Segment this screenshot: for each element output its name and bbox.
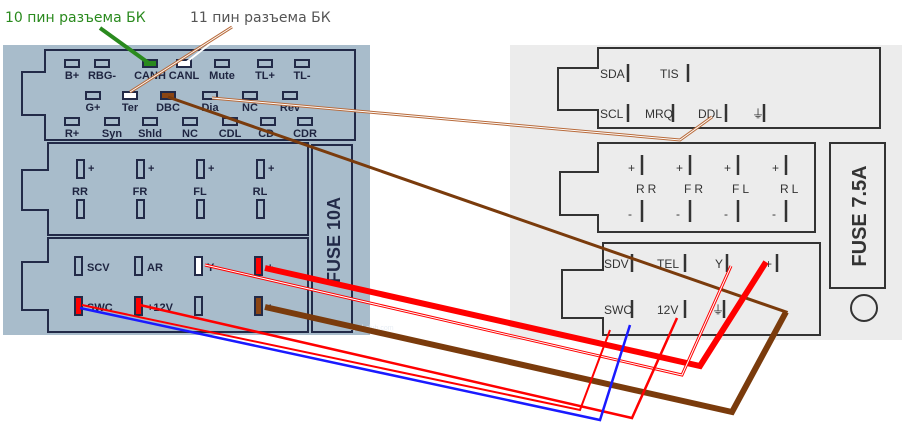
wire-swc	[79, 306, 632, 422]
pin	[182, 117, 198, 126]
pin-label: MRQ	[645, 107, 673, 121]
pin	[76, 159, 85, 179]
speaker-label: FL	[193, 186, 207, 198]
pin-label: Shld	[138, 128, 162, 140]
pin-label: 12V	[657, 303, 678, 317]
pin-label: SWC	[604, 303, 632, 317]
pin-label: G+	[86, 102, 101, 114]
pin	[214, 59, 230, 68]
plus-sign: +	[772, 161, 779, 175]
pin-label: RBG-	[88, 70, 116, 82]
speaker-label: RL	[780, 182, 801, 196]
pin11-annotation: 11 пин разъема БК	[190, 10, 331, 26]
pin	[142, 117, 158, 126]
pin-label: CANL	[169, 70, 200, 82]
pin	[256, 199, 265, 219]
pin-label: NC	[182, 128, 198, 140]
pin	[257, 59, 273, 68]
pin-label: ⏚	[752, 107, 764, 121]
pin-label: AR	[147, 262, 163, 274]
pin	[242, 91, 258, 100]
pin	[64, 117, 80, 126]
pin-label: DBC	[156, 102, 180, 114]
pin-label: ⏚	[712, 303, 724, 317]
pin10-annotation: 10 пин разъема БК	[5, 10, 146, 26]
plus-sign: +	[88, 163, 94, 175]
minus-sign: -	[628, 207, 632, 221]
pin-label: Y	[715, 257, 723, 271]
pin	[254, 296, 263, 316]
pin	[160, 91, 176, 100]
pin-label: NC	[242, 102, 258, 114]
pin	[260, 117, 276, 126]
pin	[85, 91, 101, 100]
pin	[74, 296, 83, 316]
minus-sign: -	[772, 207, 776, 221]
pin-label: SCL	[600, 107, 624, 121]
pin	[194, 256, 203, 276]
pin-label: TL-	[293, 70, 310, 82]
speaker-label: FL	[732, 182, 752, 196]
pin	[64, 59, 80, 68]
plus-sign: +	[268, 163, 274, 175]
right-fuse-label: FUSE 7.5A	[849, 165, 871, 266]
speaker-label: FR	[133, 186, 148, 198]
left-fuse-label: FUSE 10A	[324, 197, 344, 283]
pin	[282, 91, 298, 100]
speaker-label: RR	[72, 186, 88, 198]
pin-label: TL+	[255, 70, 275, 82]
plus-sign: +	[148, 163, 154, 175]
plus-sign: +	[724, 161, 731, 175]
pin	[94, 59, 110, 68]
speaker-label: FR	[684, 182, 706, 196]
hole-icon	[850, 294, 878, 322]
pin	[254, 256, 263, 276]
pin	[122, 91, 138, 100]
pin	[196, 159, 205, 179]
plus-sign: +	[628, 161, 635, 175]
plus-sign: +	[676, 161, 683, 175]
speaker-label: RL	[253, 186, 268, 198]
wire-swc-red	[81, 304, 611, 412]
wire-battery	[264, 260, 769, 370]
pin-label: SCV	[87, 262, 110, 274]
wires	[79, 25, 789, 422]
pin-label: CDL	[219, 128, 242, 140]
pin	[76, 199, 85, 219]
speaker-label: RR	[636, 182, 659, 196]
wire-green	[98, 26, 152, 66]
plus-sign: +	[208, 163, 214, 175]
wire-12v	[139, 303, 679, 420]
pin	[136, 159, 145, 179]
pin	[104, 117, 120, 126]
pin-label: Mute	[209, 70, 235, 82]
minus-sign: -	[676, 207, 680, 221]
wire-ground	[264, 304, 789, 416]
pin-label: TIS	[660, 67, 679, 81]
pin-label: R+	[65, 128, 79, 140]
pin-label: B+	[65, 70, 79, 82]
pin	[136, 199, 145, 219]
pin	[134, 256, 143, 276]
pin	[256, 159, 265, 179]
pin-label: CDR	[293, 128, 317, 140]
minus-sign: -	[724, 207, 728, 221]
pin-label: SDA	[600, 67, 625, 81]
pin-label: SDV	[604, 257, 629, 271]
pin	[297, 117, 313, 126]
pin-label: Y	[207, 262, 215, 274]
pin	[74, 256, 83, 276]
pin-label: +	[765, 257, 772, 271]
pin-label: Ter	[122, 102, 139, 114]
pin	[294, 59, 310, 68]
pin-label: Syn	[102, 128, 122, 140]
pin	[202, 91, 218, 100]
pin	[196, 199, 205, 219]
pin-label: DDL	[698, 107, 722, 121]
pin	[194, 296, 203, 316]
